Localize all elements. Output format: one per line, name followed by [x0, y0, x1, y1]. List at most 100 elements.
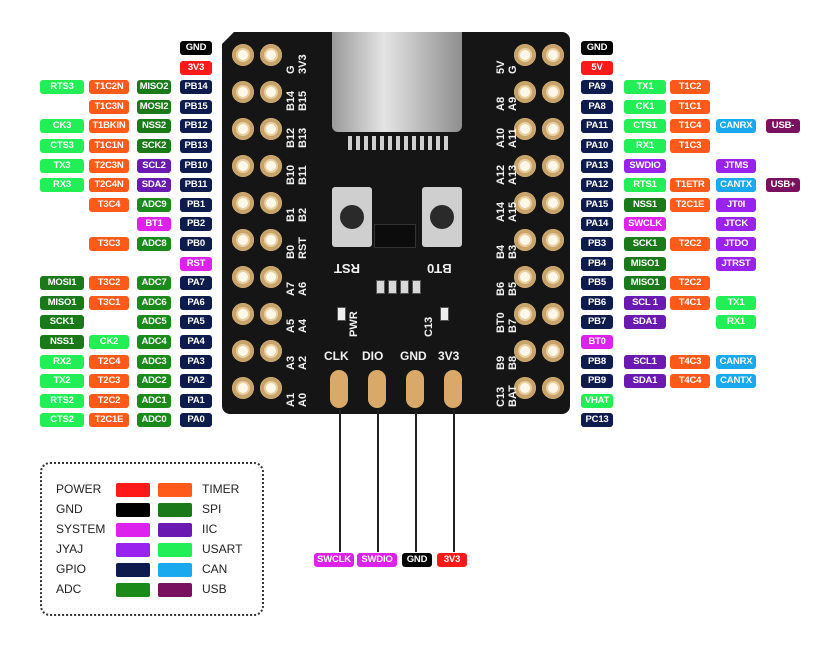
func-label: ADC1 [137, 393, 171, 408]
func-label: T2C3N [89, 158, 129, 173]
func-label: SWCLK [624, 217, 666, 232]
pin-hole [232, 155, 254, 177]
func-label: T1C1 [670, 99, 710, 114]
swd-pad [368, 370, 386, 408]
silk-label: G [285, 65, 297, 74]
pin-hole [232, 266, 254, 288]
pin-label-3v3: 3V3 [180, 60, 212, 75]
silk-label: B11 [297, 165, 309, 185]
pin-hole [542, 192, 564, 214]
func-label: RX3 [40, 178, 84, 193]
pin-label-pa11: PA11 [581, 119, 613, 134]
silk-swd-gnd: GND [400, 349, 427, 363]
func-label: CANTX [716, 374, 756, 389]
silk-label: A6 [297, 281, 309, 296]
func-label: T1C2N [89, 80, 129, 95]
silk-pwr: PWR [348, 311, 360, 337]
func-label: JTMS [716, 158, 756, 173]
pin-hole [514, 81, 536, 103]
silk-label: B9 [495, 355, 507, 370]
pin-label-pa12: PA12 [581, 178, 613, 193]
func-label: CANRX [716, 119, 756, 134]
pin-hole [542, 155, 564, 177]
func-label: SCK2 [137, 139, 171, 153]
c13-led [440, 307, 449, 321]
func-label: MOSI1 [40, 276, 84, 291]
silk-swd-3v3: 3V3 [438, 349, 460, 363]
smd-component [412, 280, 421, 294]
func-label: T1BKIN [89, 119, 129, 134]
func-label: T2C1E [670, 197, 710, 212]
legend-swatch [158, 563, 192, 577]
silk-label: A14 [495, 201, 507, 222]
silk-label: A5 [285, 318, 297, 333]
pin-label-vhat: VHAT [581, 393, 613, 408]
pin-label-bt0: BT0 [581, 335, 613, 349]
func-label: T1C3 [670, 139, 710, 153]
pin-label-pc13: PC13 [581, 413, 613, 428]
pin-label-pb15: PB15 [180, 99, 212, 114]
silk-label: B3 [507, 244, 519, 259]
swd-pad [330, 370, 348, 408]
pin-hole [514, 266, 536, 288]
pin-hole [260, 192, 282, 214]
usb-c-connector [332, 32, 462, 132]
legend-label: SPI [202, 502, 222, 516]
func-label: TX1 [624, 80, 666, 95]
swd-label-swdio: SWDIO [357, 553, 397, 567]
smd-component [376, 280, 385, 294]
regulator-chip [374, 224, 416, 248]
pin-label-pa1: PA1 [180, 393, 212, 408]
silk-label: B5 [507, 281, 519, 296]
func-label: USB- [766, 119, 800, 134]
func-label: BT1 [137, 217, 171, 232]
func-label: T3C4 [89, 197, 129, 212]
pin-label-pb10: PB10 [180, 158, 212, 173]
legend-label: USART [202, 542, 243, 556]
func-label: ADC3 [137, 354, 171, 369]
smd-component [388, 280, 397, 294]
func-label: MISO1 [40, 295, 84, 310]
func-label: ADC7 [137, 276, 171, 291]
func-label: RTS1 [624, 178, 666, 193]
legend-swatch [116, 503, 150, 517]
legend-swatch [158, 583, 192, 597]
func-label: T4C4 [670, 374, 710, 389]
func-label: ADC4 [137, 335, 171, 349]
silk-label: B7 [507, 318, 519, 333]
func-label: T3C1 [89, 295, 129, 310]
boot-button [422, 187, 462, 247]
func-label: T2C2 [670, 276, 710, 291]
pin-label-pa3: PA3 [180, 354, 212, 369]
silk-label: A3 [285, 355, 297, 370]
pin-hole [542, 81, 564, 103]
swd-wire [377, 410, 379, 552]
silk-label: BAT [507, 385, 519, 407]
func-label: JTDO [716, 237, 756, 251]
silk-label: A8 [495, 96, 507, 111]
silk-label: B8 [507, 355, 519, 370]
pin-hole [232, 303, 254, 325]
pin-hole [232, 44, 254, 66]
silk-label: A4 [297, 318, 309, 333]
silk-label: A0 [297, 392, 309, 407]
func-label: ADC8 [137, 237, 171, 251]
legend-swatch [116, 483, 150, 497]
func-label: CK1 [624, 99, 666, 114]
pin-label-pa6: PA6 [180, 295, 212, 310]
pin-label-pa2: PA2 [180, 374, 212, 389]
pin-hole [514, 44, 536, 66]
swd-wire [453, 410, 455, 552]
func-label: T2C2 [670, 237, 710, 251]
func-label: ADC2 [137, 374, 171, 389]
func-label: NSS1 [624, 197, 666, 212]
silk-label: B4 [495, 244, 507, 259]
swd-wire [339, 410, 341, 552]
func-label: JTRST [716, 256, 756, 271]
pin-label-pb4: PB4 [581, 256, 613, 271]
legend-label: POWER [56, 482, 102, 496]
pin-hole [260, 118, 282, 140]
pin-label-pb9: PB9 [581, 374, 613, 389]
